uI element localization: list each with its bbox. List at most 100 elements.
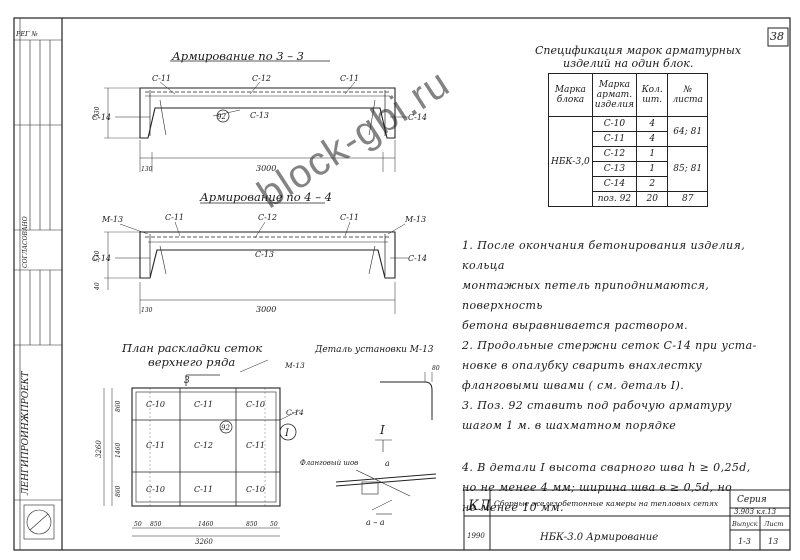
label-c14-right-44: С-14 (408, 254, 427, 263)
plan-dim-l4: 860 (115, 485, 122, 497)
dim-total-3-3: 3000 (256, 164, 276, 173)
dim-side-4-4: 40 (94, 282, 101, 291)
label-c11-right: С-11 (340, 74, 359, 83)
title-block-frame (463, 489, 791, 551)
spec-header-qty: Кол. шт. (636, 73, 669, 117)
plan-grid (103, 359, 301, 537)
label-c11-left-44: С-11 (165, 213, 184, 222)
project-title: Сборные железобетонные камеры на тепловы… (494, 499, 719, 508)
label-c14-left: С-14 (92, 113, 111, 122)
spec-qty: 4 (636, 131, 669, 147)
section-3-3-drawing (104, 60, 408, 172)
issue-label: Выпуск (731, 520, 758, 528)
spec-title-line1: Спецификация марок арматурных (535, 44, 742, 57)
spec-qty: 4 (636, 116, 669, 132)
year: 1990 (467, 532, 485, 540)
plan-dim-l3: 1460 (115, 443, 122, 458)
series-value: 3.903 кл.13 (734, 508, 777, 516)
plan-cell-1: С-10 (146, 400, 165, 409)
note-line: не менее 10 мм. (462, 501, 564, 514)
note-line: 2. Продольные стержни сеток С-14 при уст… (462, 339, 757, 352)
sheet-label: Лист (763, 520, 783, 528)
spec-mark: С-12 (591, 146, 638, 162)
spec-qty: 1 (636, 146, 669, 162)
spec-mark: С-11 (591, 131, 638, 147)
spec-sheet-ref: 64; 81 (667, 116, 708, 147)
notes-block: 1. После окончания бетонирования изделия… (462, 236, 788, 518)
note-line: бетона выравнивается раствором. (462, 319, 689, 332)
stamp-reg-ref: РЕГ № (15, 30, 38, 38)
plan-cell-8: С-11 (194, 485, 213, 494)
dim-total-4-4: 3000 (256, 305, 276, 314)
plan-dim-b2: 850 (150, 521, 162, 528)
note-line: шагом 1 м. в шахматном порядке (462, 419, 677, 432)
plan-cell-3: С-10 (246, 400, 265, 409)
spec-title-line2: изделий на один блок. (563, 57, 694, 70)
detail-label-c14: С-14 (286, 408, 304, 417)
note-line: фланговыми швами ( см. деталь I). (462, 379, 685, 392)
label-c11-left: С-11 (152, 74, 171, 83)
detail-drawing (335, 372, 437, 515)
plan-dim-l2: 860 (115, 400, 122, 412)
label-c14-right: С-14 (408, 113, 427, 122)
detail-dim-80: 80 (432, 365, 440, 372)
spec-sheet-ref: 87 (667, 191, 708, 207)
detail-callout-1: I (284, 428, 290, 439)
spec-block-name: НБК-3,0 (548, 116, 593, 207)
detail-flange-weld: Фланговый шов (300, 459, 358, 467)
detail-dim-a: a (385, 459, 390, 468)
plan-cell-6: С-11 (246, 441, 265, 450)
plan-dim-b3: 1460 (198, 521, 213, 528)
spec-table: Марка блока Марка армат. изделия Кол. шт… (548, 73, 708, 207)
label-c12-44: С-12 (258, 213, 277, 222)
spec-mark: С-14 (591, 176, 638, 192)
left-stamp-strip (14, 18, 62, 550)
plan-cell-2: С-11 (194, 400, 213, 409)
plan-dim-total-bottom: 3260 (195, 538, 213, 546)
spec-qty: 20 (636, 191, 669, 207)
spec-mark: поз. 92 (591, 191, 638, 207)
table-row: НБК-3,0 С-10 4 64; 81 (548, 116, 708, 207)
mark-92: 92 (217, 113, 226, 121)
label-c14-left-44: С-14 (92, 254, 111, 263)
plan-dim-b5: 50 (270, 521, 278, 528)
stamp-approved: СОГЛАСОВАНО (22, 216, 29, 268)
spec-header-sheet: № листа (667, 73, 708, 117)
note-line: 4. В детали I высота сварного шва h ≥ 0,… (462, 461, 751, 474)
dim-end-4-4: 130 (141, 307, 153, 314)
plan-dim-b4: 850 (246, 521, 258, 528)
section-4-4-title: Армирование по 4 – 4 (199, 190, 332, 204)
plan-cell-4: С-11 (146, 441, 165, 450)
title-kl: КЛ (467, 498, 491, 514)
spec-header-mark: Марка армат. изделия (591, 73, 638, 117)
label-c13-44: С-13 (255, 250, 274, 259)
spec-header-block: Марка блока (548, 73, 593, 117)
section-4-4-drawing (104, 202, 408, 314)
spec-mark: С-13 (591, 161, 638, 177)
dim-height-3-3: 530 (94, 106, 101, 118)
spec-qty: 2 (636, 176, 669, 192)
table-row: С-12 1 85; 81 (549, 146, 708, 192)
label-c12: С-12 (252, 74, 271, 83)
dim-end-3-3: 130 (141, 166, 153, 173)
plan-dim-total-left: 3260 (95, 440, 103, 458)
issue-value: 1-3 (738, 537, 751, 546)
plan-cell-7: С-10 (146, 485, 165, 494)
plan-mark-92: 92 (221, 424, 230, 432)
spec-qty: 1 (636, 161, 669, 177)
detail-title: Деталь установки М-13 (314, 345, 434, 355)
plan-cut-label: 3 (184, 376, 190, 386)
drawing-title: НБК-3.0 Армирование (539, 532, 658, 543)
note-line: новке в опалубку сварить внахлестку (462, 359, 703, 372)
note-line: но не менее 4 мм; ширина шва в ≥ 0,5d, н… (462, 481, 733, 494)
label-m13-left: М-13 (101, 215, 123, 224)
detail-section: а – а (366, 518, 385, 527)
series-label: Серия (737, 495, 767, 505)
note-line: 3. Поз. 92 ставить под рабочую арматуру (462, 399, 732, 412)
page-number: 38 (770, 30, 784, 43)
label-c11-right-44: С-11 (340, 213, 359, 222)
plan-cell-9: С-10 (246, 485, 265, 494)
label-m13-right: М-13 (404, 215, 426, 224)
spec-sheet-ref: 85; 81 (667, 146, 708, 192)
detail-i-mark: I (379, 423, 385, 437)
